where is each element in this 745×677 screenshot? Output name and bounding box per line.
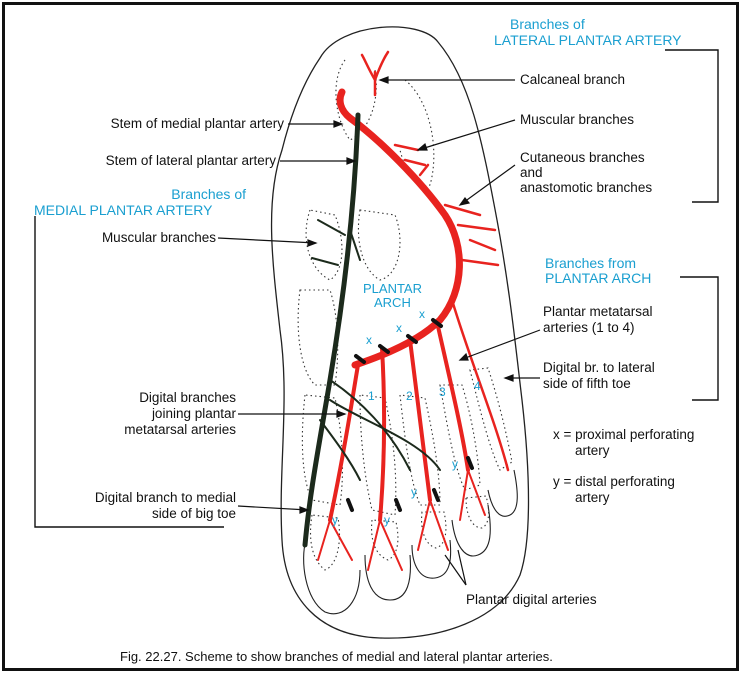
medial-heading-line1: Branches of [150, 186, 246, 202]
figure-caption: Fig. 22.27. Scheme to show branches of m… [120, 649, 553, 664]
label-digital-joining-2: joining plantar [60, 406, 236, 422]
lateral-heading-line2: LATERAL PLANTAR ARTERY [494, 32, 682, 48]
marker-num-4: 4 [474, 378, 481, 394]
lateral-heading-line1: Branches of [510, 16, 585, 32]
label-stem-medial: Stem of medial plantar artery [60, 116, 284, 132]
label-digital-lateral-2: side of fifth toe [543, 376, 631, 392]
medial-heading-line2: MEDIAL PLANTAR ARTERY [34, 202, 212, 218]
label-cutaneous-2: and [520, 165, 543, 181]
label-digital-joining-1: Digital branches [60, 390, 236, 406]
label-cutaneous-3: anastomotic branches [520, 180, 652, 196]
label-calcaneal-branch: Calcaneal branch [520, 72, 625, 88]
marker-y-2: y [384, 512, 390, 528]
legend-y-line1: y = distal perforating [553, 474, 675, 490]
legend-y-line2: artery [575, 490, 610, 506]
label-cutaneous-1: Cutaneous branches [520, 150, 645, 166]
marker-x-2: x [396, 320, 402, 336]
marker-x-1: x [366, 332, 372, 348]
label-digital-lateral-1: Digital br. to lateral [543, 360, 655, 376]
marker-num-3: 3 [439, 384, 446, 400]
marker-y-1: y [332, 512, 338, 528]
marker-num-1: 1 [368, 388, 375, 404]
marker-y-4: y [452, 456, 458, 472]
plantar-arch-line2: ARCH [374, 295, 411, 311]
label-plantar-digital-arteries: Plantar digital arteries [466, 592, 597, 608]
marker-y-3: y [411, 484, 417, 500]
label-plantar-metatarsal-2: arteries (1 to 4) [543, 320, 635, 336]
marker-num-2: 2 [406, 388, 413, 404]
label-plantar-metatarsal-1: Plantar metatarsal [543, 304, 653, 320]
arch-heading-line2: PLANTAR ARCH [545, 270, 651, 286]
label-digital-medial-2: side of big toe [40, 506, 236, 522]
legend-x-line1: x = proximal perforating [553, 427, 694, 443]
label-muscular-branches-lateral: Muscular branches [520, 112, 634, 128]
marker-x-3: x [419, 306, 425, 322]
label-digital-joining-3: metatarsal arteries [60, 422, 236, 438]
label-digital-medial-1: Digital branch to medial [40, 490, 236, 506]
legend-x-line2: artery [575, 443, 610, 459]
label-muscular-branches-medial: Muscular branches [60, 230, 216, 246]
label-stem-lateral: Stem of lateral plantar artery [50, 153, 276, 169]
arch-heading-line1: Branches from [545, 255, 636, 271]
